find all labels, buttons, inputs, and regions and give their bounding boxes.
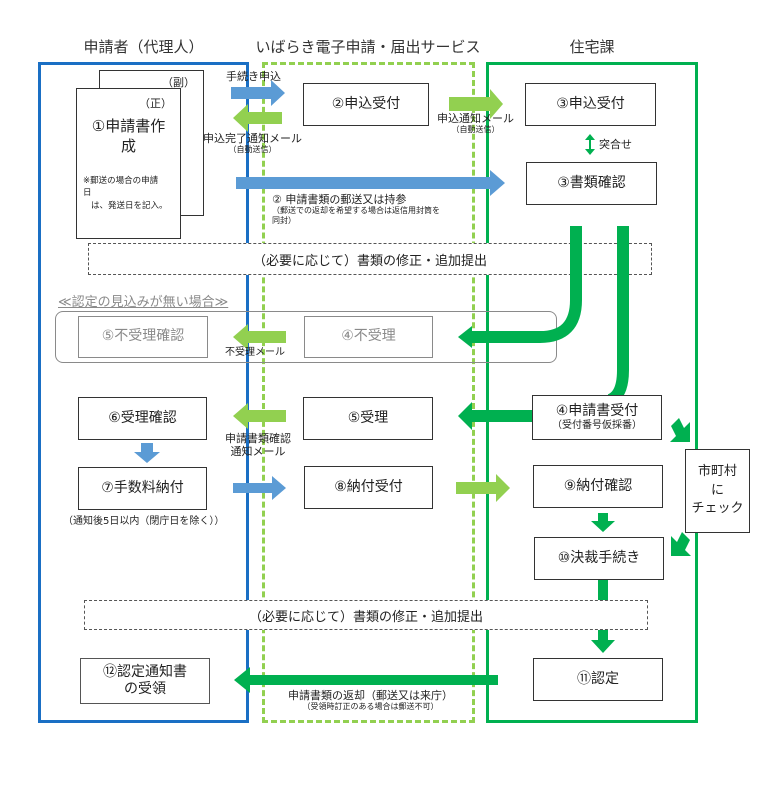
label-return-docs-note: （受領時訂正のある場合は郵送不可） bbox=[302, 702, 439, 712]
step1-title-line2: 成 bbox=[120, 136, 136, 155]
label-mail-docs-text: ② 申請書類の郵送又は持参 bbox=[272, 193, 407, 206]
step1-title: ①申請書作 成 bbox=[77, 117, 180, 156]
revision-note-2: （必要に応じて）書類の修正・追加提出 bbox=[84, 600, 648, 630]
step-8-payment-receive: ⑧納付受付 bbox=[304, 466, 433, 509]
lane-applicant bbox=[38, 62, 249, 723]
lane-title-service: いばらき電子申請・届出サービス bbox=[255, 38, 481, 56]
step-12-line-2: の受領 bbox=[124, 681, 166, 697]
step-3-document-check: ③書類確認 bbox=[526, 162, 657, 205]
step-11-certify: ⑪認定 bbox=[533, 658, 663, 701]
label-apply: 手続き申込 bbox=[226, 70, 281, 83]
step-4-reject-label: ④不受理 bbox=[341, 328, 396, 345]
label-return-docs-text: 申請書類の返却（郵送又は来庁） bbox=[288, 689, 453, 702]
label-accept-mail: 申請書類確認 通知メール bbox=[225, 432, 291, 458]
revision-note-2-text: （必要に応じて）書類の修正・追加提出 bbox=[248, 609, 483, 625]
label-auto-send-2: （自動送信） bbox=[451, 125, 500, 135]
label-mail-docs-note-2: 同封） bbox=[272, 215, 296, 225]
arrow-apply-done-mail bbox=[233, 104, 282, 132]
copy-label: （副） bbox=[162, 76, 195, 89]
arrow-mail-docs bbox=[236, 170, 505, 196]
arrow-head-reject bbox=[458, 326, 472, 348]
lane-housing bbox=[486, 62, 698, 723]
revision-note-1-text: （必要に応じて）書類の修正・追加提出 bbox=[252, 253, 487, 269]
label-apply-notice-mail: 申込通知メール （自動送信） bbox=[437, 112, 514, 135]
arrow-confirm-to-pay bbox=[134, 443, 160, 463]
label-return-docs: 申請書類の返却（郵送又は来庁） （受領時訂正のある場合は郵送不可） bbox=[288, 689, 453, 712]
step-5-accept-label: ⑤受理 bbox=[347, 409, 389, 426]
arrow-return-docs bbox=[234, 667, 498, 693]
label-mail-docs-note-1: （郵送での返却を希望する場合は返信用封筒を bbox=[272, 206, 440, 216]
label-mail-docs: ② 申請書類の郵送又は持参 （郵送での返却を希望する場合は返信用封筒を 同封） bbox=[272, 193, 440, 225]
arrow-accept-mail bbox=[233, 403, 286, 429]
step-2-apply-receive: ②申込受付 bbox=[303, 83, 429, 126]
step-4-accept-sub: （受付番号仮採番） bbox=[552, 420, 642, 431]
label-apply-done-mail: 申込完了通知メール （自動送信） bbox=[203, 132, 302, 155]
step1-note-line3: は、発送日を記入。 bbox=[91, 200, 168, 211]
label-accept-mail-2: 通知メール bbox=[230, 445, 286, 459]
revision-note-1: （必要に応じて）書類の修正・追加提出 bbox=[88, 243, 652, 275]
label-reject-mail: 不受理メール bbox=[225, 347, 285, 358]
step1-note: ※郵送の場合の申請 日 は、発送日を記入。 bbox=[83, 175, 168, 212]
step-4-reject: ④不受理 bbox=[304, 316, 433, 358]
step-10-label: ⑩決裁手続き bbox=[557, 549, 641, 566]
arrow-approval-to-certify bbox=[591, 630, 615, 653]
step-7-fee-payment: ⑦手数料納付 bbox=[78, 467, 207, 510]
pipe-approval-to-certify-top bbox=[598, 580, 608, 600]
step-10-approval: ⑩決裁手続き bbox=[534, 537, 664, 580]
arrow-to-municipality bbox=[670, 418, 690, 442]
step-3-receive-label: ③申込受付 bbox=[556, 95, 625, 112]
lane-title-housing: 住宅課 bbox=[569, 38, 615, 56]
step-5-reject-confirm-label: ⑤不受理確認 bbox=[101, 328, 185, 345]
label-apply-done-mail-text: 申込完了通知メール bbox=[203, 132, 302, 145]
step-7-label: ⑦手数料納付 bbox=[101, 479, 184, 496]
municipality-line-3: チェック bbox=[691, 501, 744, 517]
lane-title-applicant: 申請者（代理人） bbox=[83, 38, 204, 56]
label-pay-deadline: （通知後5日以内（閉庁日を除く）） bbox=[63, 516, 225, 527]
step-6-accept-confirm: ⑥受理確認 bbox=[78, 397, 207, 440]
step-4-accept-label: ④申請書受付 bbox=[555, 402, 639, 419]
label-cross-check: 突合せ bbox=[599, 138, 632, 151]
step-9-label: ⑨納付確認 bbox=[563, 477, 633, 494]
arrow-accept bbox=[458, 402, 532, 430]
no-prospect-heading: ≪認定の見込みが無い場合≫ bbox=[58, 295, 229, 310]
step1-note-line2: 日 bbox=[83, 188, 92, 199]
arrow-pay-receive bbox=[456, 474, 510, 502]
step-4-application-accept: ④申請書受付 （受付番号仮採番） bbox=[532, 395, 662, 440]
cross-check-icon bbox=[585, 134, 595, 155]
municipality-line-1: 市町村 bbox=[697, 463, 737, 479]
step-12-line-1: ⑫認定通知書 bbox=[103, 663, 187, 680]
step-9-payment-confirm: ⑨納付確認 bbox=[533, 465, 663, 508]
lane-service bbox=[262, 62, 475, 723]
step-2-label: ②申込受付 bbox=[331, 95, 401, 112]
original-label: （正） bbox=[139, 97, 172, 110]
step-5-accept: ⑤受理 bbox=[303, 397, 433, 440]
step1-note-line1: ※郵送の場合の申請 bbox=[83, 176, 159, 186]
municipality-check: 市町村 に チェック bbox=[685, 449, 750, 533]
pipe-reject bbox=[470, 226, 582, 343]
arrow-apply bbox=[231, 80, 285, 106]
pipe-accept bbox=[607, 226, 629, 406]
document-original: （正） ①申請書作 成 ※郵送の場合の申請 日 は、発送日を記入。 bbox=[76, 88, 181, 239]
arrow-apply-notice bbox=[449, 89, 503, 119]
label-auto-send-1: （自動送信） bbox=[228, 145, 277, 155]
step-3-check-label: ③書類確認 bbox=[557, 174, 626, 191]
step-3-apply-receive: ③申込受付 bbox=[525, 83, 656, 126]
arrow-reject-mail bbox=[233, 324, 286, 350]
step1-title-line1: ①申請書作 bbox=[91, 117, 166, 135]
label-apply-notice-mail-text: 申込通知メール bbox=[437, 112, 514, 125]
arrow-pay bbox=[233, 476, 286, 500]
arrow-pay-to-approval bbox=[591, 513, 615, 532]
step-6-label: ⑥受理確認 bbox=[108, 409, 177, 426]
label-accept-mail-1: 申請書類確認 bbox=[225, 432, 291, 445]
arrow-from-municipality bbox=[671, 532, 691, 556]
step-12-notice-receive: ⑫認定通知書 の受領 bbox=[80, 658, 210, 704]
step-5-reject-confirm: ⑤不受理確認 bbox=[78, 316, 208, 358]
municipality-line-2: に bbox=[710, 482, 724, 498]
step-11-label: ⑪認定 bbox=[577, 670, 619, 687]
step-8-label: ⑧納付受付 bbox=[334, 478, 403, 495]
